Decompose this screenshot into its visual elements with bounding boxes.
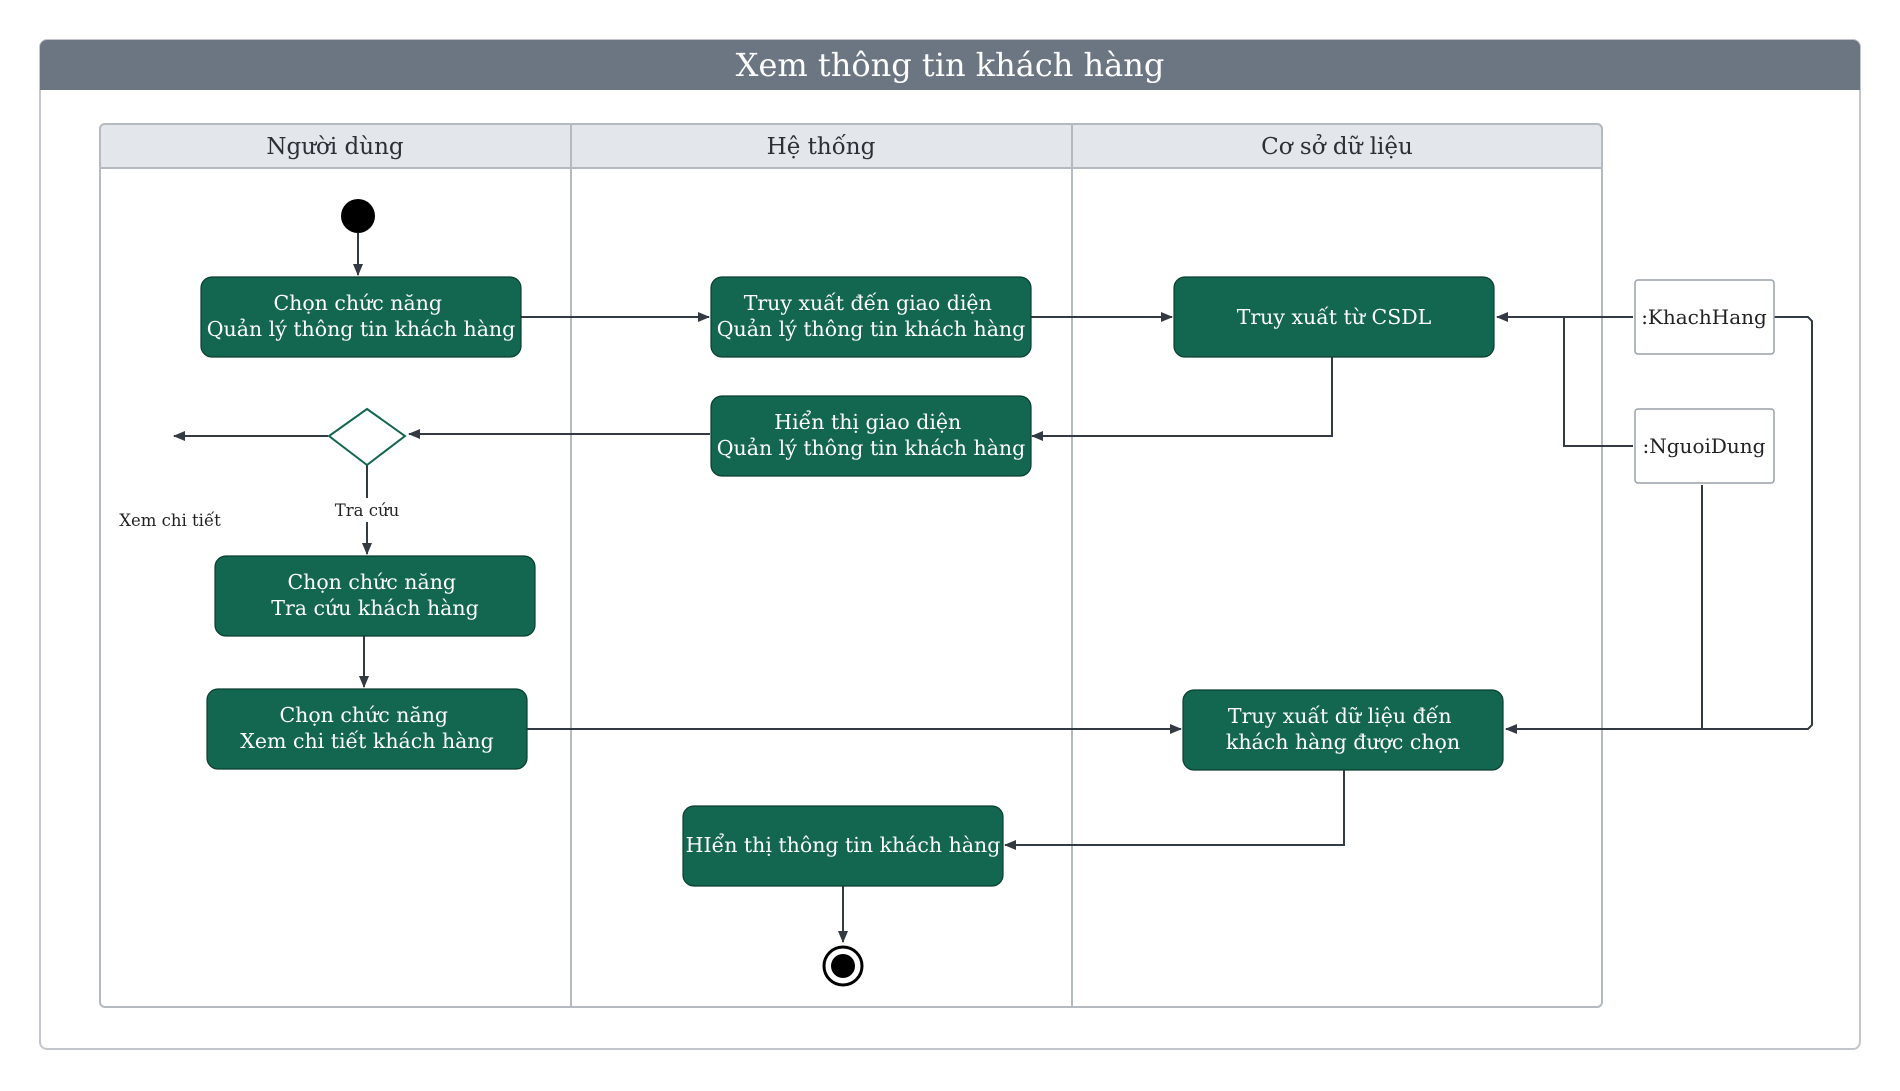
object-khach-hang: :KhachHang [1634,279,1775,355]
svg-text:Truy xuất dữ liệu đến kh: Truy xuất dữ liệu đến khách hàng được ch… [1226,704,1460,754]
action-truy-xuat-du-lieu: Truy xuất dữ liệu đến khách hàng được ch… [1182,689,1504,771]
svg-text:Chọn chức năng Quản lý t: Chọn chức năng Quản lý thông tin khách h… [207,291,516,341]
svg-text:HIển thị thông tin khách hàng: HIển thị thông tin khách hàng [686,833,1001,857]
action-label-line: Xem chi tiết khách hàng [240,729,493,753]
decision-node [327,407,407,467]
edge-label-bg-xem-chi-tiet [120,508,220,532]
svg-text:Chọn chức năng Tra cứu k: Chọn chức năng Tra cứu khách hàng [271,570,478,620]
action-label-line: Truy xuất từ CSDL [1237,305,1432,329]
action-label-line: Hiển thị giao diện [774,410,961,434]
edge-label-bg-tra-cuu [333,498,403,522]
object-label: :NguoiDung [1643,434,1766,458]
lane-header-nguoi-dung: Người dùng [266,134,404,160]
action-chon-xem-chi-tiet: Chọn chức năng Xem chi tiết khách hàng [206,688,528,770]
action-label-line: Truy xuất đến giao diện [744,291,992,315]
final-node-core [831,954,855,978]
action-label-line: Chọn chức năng [279,703,448,727]
initial-node [341,199,375,233]
action-label-line: Quản lý thông tin khách hàng [717,317,1026,341]
lane-header-he-thong: Hệ thống [767,134,876,160]
object-label: :KhachHang [1641,305,1767,329]
edge-label-xem-chi-tiet: Xem chi tiết [119,511,221,530]
action-hien-thi-giao-dien: Hiển thị giao diện Quản lý thông tin khá… [710,395,1032,477]
flow-truy-xuat-dl-to-hien-thi-tt [1004,770,1345,850]
svg-text:Truy xuất đến giao diện: Truy xuất đến giao diện Quản lý thông ti… [717,291,1026,341]
action-label-line: Quản lý thông tin khách hàng [717,436,1026,460]
action-label-line: khách hàng được chọn [1226,730,1460,754]
flow-nguoidung-to-csdl [1563,317,1633,447]
svg-text:Chọn chức năng Xem chi t: Chọn chức năng Xem chi tiết khách hàng [240,703,493,753]
action-truy-xuat-giao-dien: Truy xuất đến giao diện Quản lý thông ti… [710,276,1032,358]
svg-text:Hiển thị giao diện Quản: Hiển thị giao diện Quản lý thông tin khá… [717,410,1026,460]
swimlane-header-bar [99,123,1603,169]
action-label-line: Chọn chức năng [273,291,442,315]
action-label-line: Quản lý thông tin khách hàng [207,317,516,341]
action-label-line: Truy xuất dữ liệu đến [1228,704,1452,728]
edge-label-tra-cuu: Tra cứu [335,501,400,520]
action-chon-tra-cuu: Chọn chức năng Tra cứu khách hàng [214,555,536,637]
action-label-line: Chọn chức năng [287,570,456,594]
flow-khachhang-to-truy-xuat-dl [1505,316,1813,734]
title-bar [40,40,1860,90]
action-label-line: Tra cứu khách hàng [271,596,478,620]
action-hien-thi-thong-tin: HIển thị thông tin khách hàng [682,805,1004,887]
action-chon-quan-ly: Chọn chức năng Quản lý thông tin khách h… [200,276,522,358]
lane-header-co-so-du-lieu: Cơ sở dữ liệu [1261,134,1413,160]
connectors [173,233,1813,943]
action-truy-xuat-csdl: Truy xuất từ CSDL [1173,276,1495,358]
diagram-title: Xem thông tin khách hàng [736,46,1165,84]
object-nguoi-dung: :NguoiDung [1634,408,1775,484]
flow-csdl-to-hien-thi-gd [1031,357,1333,441]
svg-text:Truy xuất từ CSDL: Truy xuất từ CSDL [1237,305,1432,329]
action-label-line: HIển thị thông tin khách hàng [686,833,1001,857]
